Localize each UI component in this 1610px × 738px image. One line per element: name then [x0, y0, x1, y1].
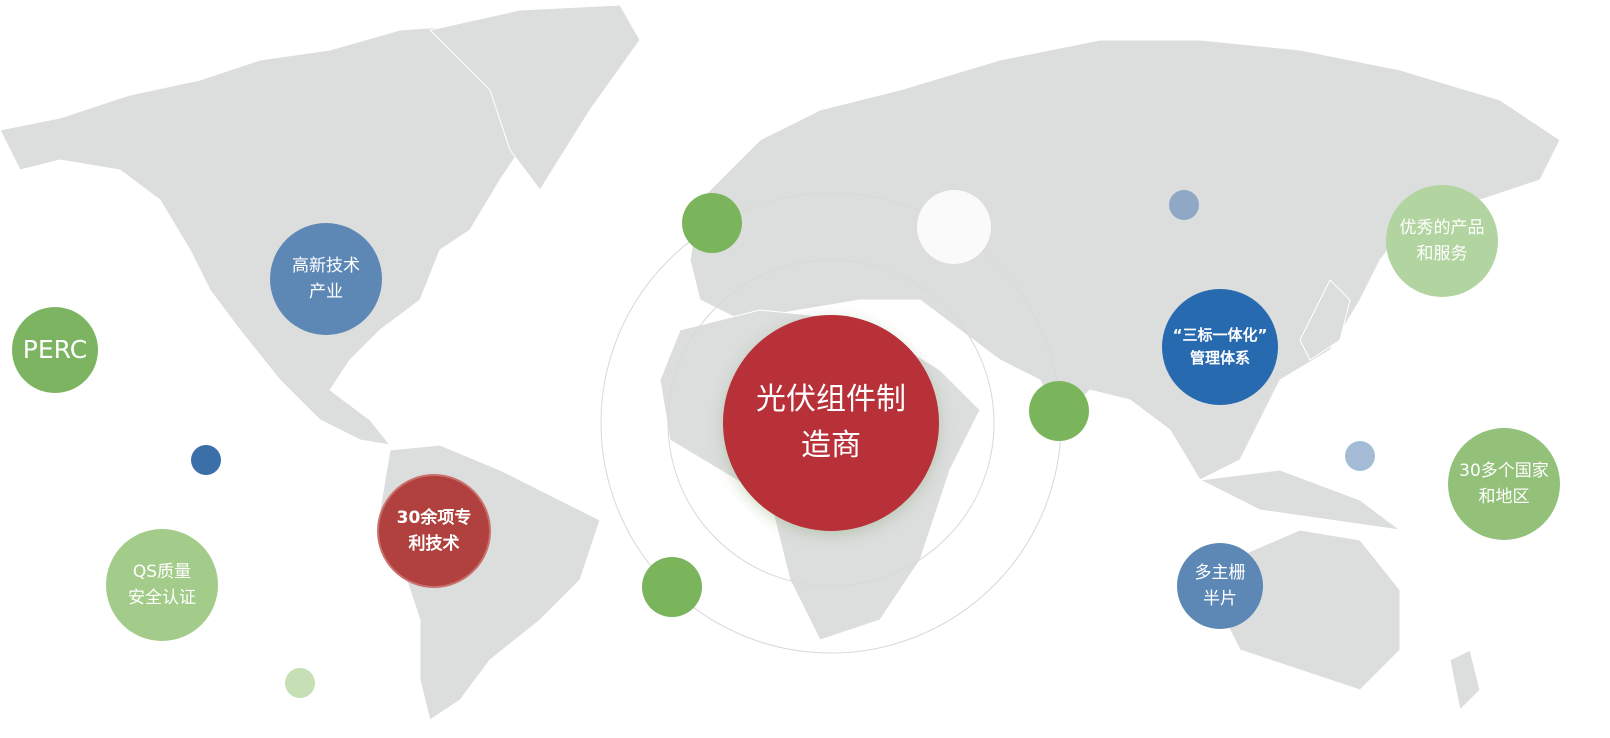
bubble-patents: 30余项专 利技术 [377, 474, 491, 588]
bubble-service: 优秀的产品 和服务 [1386, 185, 1498, 297]
dot-green [682, 193, 742, 253]
north-america [0, 24, 541, 446]
bubble-perc: PERC [12, 307, 98, 393]
dot-blue [191, 445, 221, 475]
bubble-label: 30余项专 利技术 [396, 507, 472, 554]
new-zealand [1449, 649, 1481, 712]
dot-white [917, 190, 991, 264]
bubble-label: 优秀的产品 和服务 [1399, 217, 1485, 264]
australia [1219, 529, 1401, 691]
japan [1299, 279, 1351, 361]
dot-green [642, 557, 702, 617]
bubble-management: “三标一体化” 管理体系 [1162, 289, 1278, 405]
dot-green [1029, 381, 1089, 441]
center-label: 光伏组件制 造商 [756, 381, 906, 464]
dot-light-blue [1345, 441, 1375, 471]
bubble-label: 多主栅 半片 [1194, 562, 1246, 609]
dot-slate-blue [1169, 190, 1199, 220]
center-bubble: 光伏组件制 造商 [723, 315, 939, 531]
europe-asia [689, 39, 1561, 481]
bubble-label: QS质量 安全认证 [128, 561, 196, 608]
bubble-countries: 30多个国家 和地区 [1448, 428, 1560, 540]
inner-ring [667, 259, 995, 587]
bubble-high-tech: 高新技术 产业 [270, 223, 382, 335]
dot-light-green [285, 668, 315, 698]
bubble-label: “三标一体化” 管理体系 [1172, 325, 1268, 367]
bubble-label: 高新技术 产业 [292, 255, 360, 302]
bubble-busbar: 多主栅 半片 [1177, 543, 1263, 629]
greenland [429, 4, 641, 191]
bubble-qs: QS质量 安全认证 [106, 529, 218, 641]
bubble-label: PERC [22, 334, 88, 364]
southeast-asia [1198, 469, 1401, 531]
bubble-label: 30多个国家 和地区 [1459, 460, 1549, 507]
